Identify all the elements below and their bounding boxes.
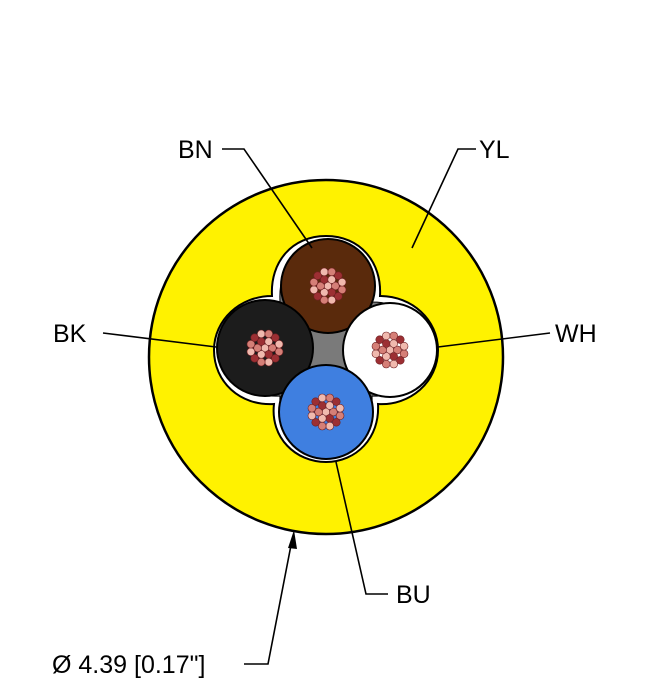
copper-strand: [320, 295, 329, 305]
copper-strand: [309, 285, 319, 294]
conductor-bk: [216, 299, 314, 397]
leader-line-bk: [102, 332, 217, 348]
label-yl: YL: [479, 136, 510, 164]
copper-strand: [271, 333, 280, 342]
copper-strand: [268, 343, 277, 353]
conductor-bk-strands: [246, 329, 284, 367]
copper-strand: [325, 393, 334, 403]
copper-strand: [307, 411, 317, 420]
copper-strand: [329, 407, 338, 417]
copper-strand: [313, 292, 322, 301]
copper-strand: [257, 357, 266, 367]
conductor-bn: [280, 238, 376, 334]
conductor-wh: [342, 302, 438, 398]
label-bu: BU: [396, 581, 431, 609]
copper-strand: [389, 359, 398, 369]
copper-strand: [246, 340, 256, 349]
copper-strand: [393, 345, 402, 355]
label-bn: BN: [178, 136, 213, 164]
copper-strand: [389, 331, 398, 341]
leader-line-yl: [411, 148, 476, 249]
copper-strand: [399, 342, 409, 351]
leader-line-bn: [222, 148, 313, 249]
copper-strand: [334, 292, 343, 301]
copper-strand: [311, 418, 320, 427]
leader-line-wh: [437, 332, 551, 348]
label-bk: BK: [53, 320, 87, 348]
leader-line-dimension: [244, 539, 293, 665]
copper-strand: [309, 278, 319, 287]
copper-strand: [314, 407, 323, 417]
copper-strand: [307, 404, 317, 413]
copper-strand: [382, 359, 391, 369]
copper-strand: [371, 342, 381, 351]
copper-strand: [316, 281, 325, 291]
copper-strand: [335, 404, 345, 413]
copper-strand: [257, 329, 266, 339]
copper-strand: [378, 345, 387, 355]
copper-strand: [264, 329, 273, 339]
copper-strand: [325, 421, 334, 431]
label-dimension: Ø 4.39 [0.17"]: [52, 651, 205, 679]
copper-strand: [375, 335, 384, 344]
copper-strand: [371, 349, 381, 358]
copper-strand: [396, 335, 405, 344]
copper-strand: [396, 356, 405, 365]
copper-strand: [250, 354, 259, 363]
copper-strand: [250, 333, 259, 342]
copper-strand: [334, 271, 343, 280]
conductor-bu: [278, 364, 374, 460]
copper-strand: [382, 331, 391, 341]
copper-strand: [375, 356, 384, 365]
label-wh: WH: [555, 320, 597, 348]
copper-strand: [311, 397, 320, 406]
copper-strand: [332, 397, 341, 406]
copper-strand: [320, 267, 329, 277]
copper-strand: [253, 343, 262, 353]
conductor-bn-strands: [309, 267, 347, 305]
copper-strand: [327, 295, 336, 305]
dimension-arrowhead: [288, 530, 297, 549]
copper-strand: [313, 271, 322, 280]
copper-strand: [318, 393, 327, 403]
copper-strand: [246, 347, 256, 356]
copper-strand: [318, 421, 327, 431]
copper-strand: [327, 267, 336, 277]
copper-strand: [274, 340, 284, 349]
conductor-wh-strands: [371, 331, 409, 369]
copper-strand: [331, 281, 340, 291]
copper-strand: [264, 357, 273, 367]
copper-strand: [337, 278, 347, 287]
leader-line-bu: [335, 461, 388, 595]
copper-strand: [332, 418, 341, 427]
conductor-bu-strands: [307, 393, 345, 431]
copper-strand: [271, 354, 280, 363]
